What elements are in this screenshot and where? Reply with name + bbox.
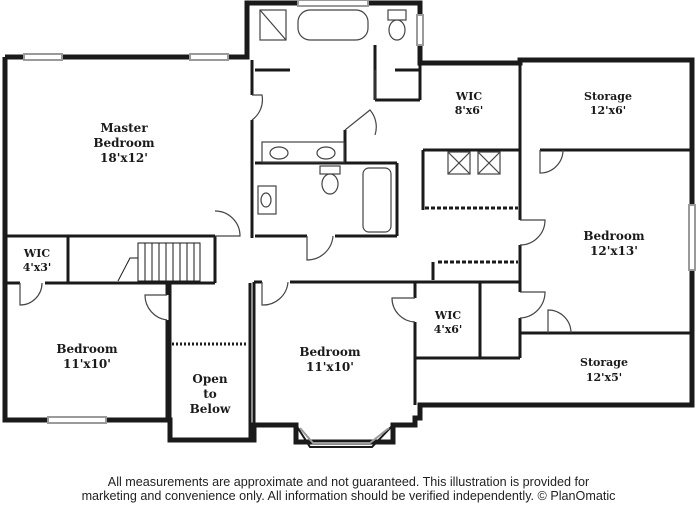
storage-top-dims: 12'x6': [590, 104, 626, 117]
wic-top-label: WIC: [455, 90, 482, 103]
disclaimer-footer: All measurements are approximate and not…: [0, 475, 697, 503]
bedroom-left-dims: 11'x10': [63, 357, 111, 371]
storage-bottom-dims: 12'x5': [586, 371, 622, 384]
bedroom-left-label: Bedroom: [56, 342, 117, 356]
door-swing: [261, 281, 289, 306]
floor-plan: Master Bedroom 18'x12' WIC 4'x3' WIC 8'x…: [2, 0, 696, 448]
toilet-icon: [319, 165, 341, 175]
open-to-below-label: Open: [192, 372, 227, 386]
window: [688, 204, 696, 271]
room-labels: Master Bedroom 18'x12' WIC 4'x3' WIC 8'x…: [23, 90, 645, 416]
window: [297, 0, 369, 7]
bedroom-right-dims: 12'x13': [590, 244, 638, 258]
door-swing: [144, 294, 168, 321]
master-bedroom-dims: 18'x12': [100, 151, 148, 165]
door-swing: [539, 149, 564, 174]
door-swing: [306, 235, 334, 261]
window: [416, 14, 424, 46]
master-bedroom-label: Master: [100, 121, 148, 135]
sink-icon: [316, 146, 336, 160]
tub-icon: [297, 9, 369, 41]
bedroom-right-label: Bedroom: [583, 229, 644, 243]
bedroom-center-label: Bedroom: [299, 345, 360, 359]
sink-icon: [269, 146, 289, 160]
window: [47, 416, 107, 424]
wic-small-dims: 4'x6': [434, 323, 463, 336]
door-swing: [519, 291, 546, 319]
wic-small-label: WIC: [434, 309, 461, 322]
windows: [23, 0, 696, 424]
door-swing: [214, 210, 241, 237]
window: [189, 53, 229, 61]
storage-top-label: Storage: [584, 90, 632, 103]
door-swing: [344, 109, 377, 136]
bedroom-center-dims: 11'x10': [306, 360, 354, 374]
storage-bottom-label: Storage: [580, 356, 628, 369]
wic-top-dims: 8'x6': [455, 104, 484, 117]
disclaimer-line: All measurements are approximate and not…: [107, 475, 590, 489]
disclaimer-line: marketing and convenience only. All info…: [81, 489, 616, 503]
stairs: [117, 242, 201, 282]
doors: [19, 70, 572, 334]
door-swing: [547, 309, 572, 334]
open-to-below-label: Below: [190, 402, 231, 416]
toilet-icon: [387, 9, 407, 21]
door-swing: [19, 282, 43, 306]
door-swing: [391, 297, 416, 323]
bay-window: [295, 424, 394, 448]
sink-icon: [260, 192, 272, 208]
tub-icon: [362, 167, 392, 233]
wic-master-label: WIC: [23, 247, 50, 260]
master-bedroom-label: Bedroom: [93, 136, 154, 150]
wic-master-dims: 4'x3': [23, 261, 52, 274]
window: [23, 53, 63, 61]
bath-fixtures: [257, 9, 501, 233]
door-swing: [251, 94, 264, 121]
door-swing: [519, 219, 546, 246]
open-to-below-label: to: [203, 387, 217, 401]
